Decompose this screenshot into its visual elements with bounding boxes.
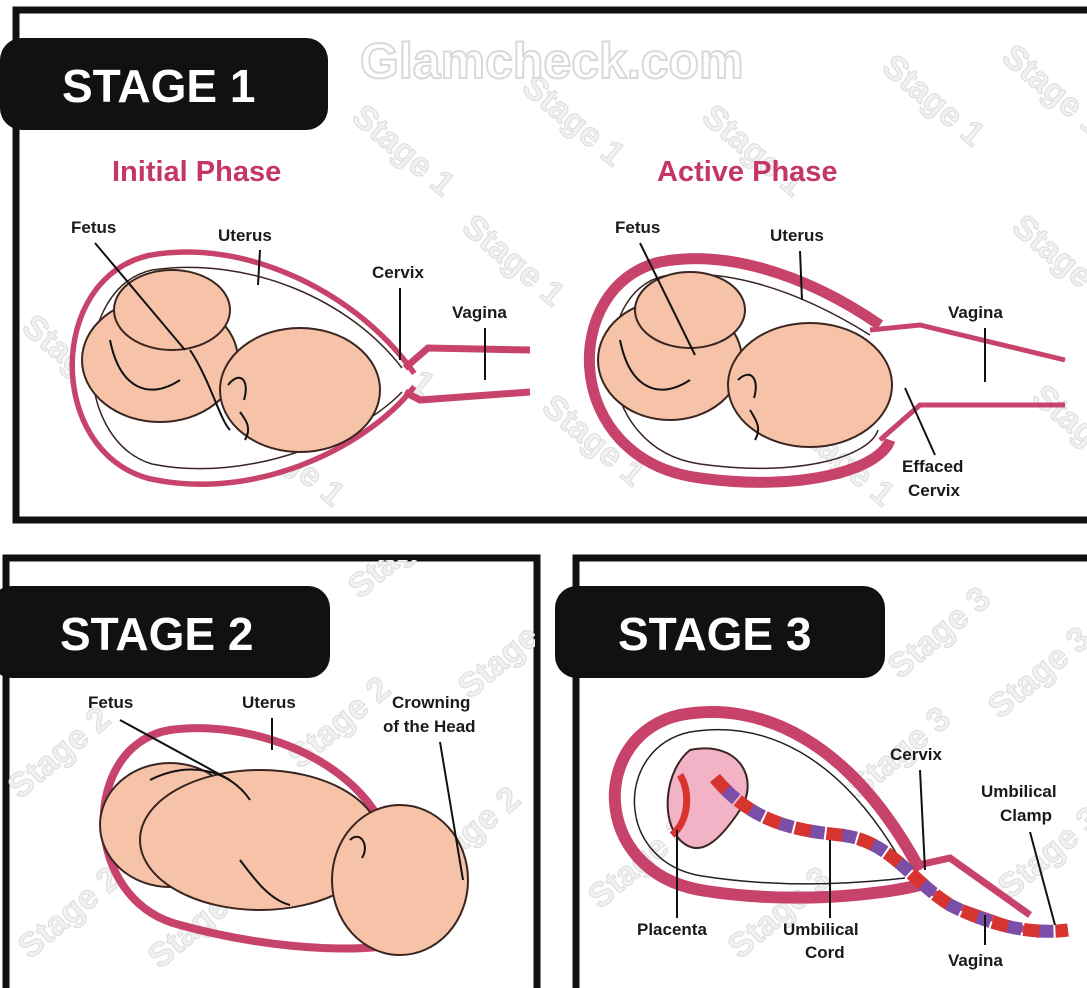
stage2-title: STAGE 2 — [60, 608, 253, 660]
stage1-panel: Stage 1 Stage 1 Stage 1 Stage 1 Stage 1 … — [0, 10, 1087, 520]
label-uterus: Uterus — [218, 226, 272, 245]
initial-phase-heading: Initial Phase — [112, 156, 281, 188]
label-vagina-s3: Vagina — [948, 951, 1003, 970]
label-effaced-1: Effaced — [902, 457, 963, 476]
stage3-title: STAGE 3 — [618, 608, 811, 660]
label-cord-2: Cord — [805, 943, 845, 962]
active-phase-heading: Active Phase — [657, 156, 838, 188]
stage2-panel: Stage 2 Stage 2 Stage 2 Stage 2 Stage 2 … — [0, 499, 568, 988]
label-crowning-2: of the Head — [383, 717, 476, 736]
label-cervix: Cervix — [372, 263, 425, 282]
label-fetus-s2: Fetus — [88, 693, 133, 712]
label-uterus-s2: Uterus — [242, 693, 296, 712]
label-fetus: Fetus — [71, 218, 116, 237]
label-cord-1: Umbilical — [783, 920, 859, 939]
label-clamp-2: Clamp — [1000, 806, 1052, 825]
label-uterus-active: Uterus — [770, 226, 824, 245]
label-clamp-1: Umbilical — [981, 782, 1057, 801]
label-effaced-2: Cervix — [908, 481, 961, 500]
label-vagina-active: Vagina — [948, 303, 1003, 322]
label-cervix-s3: Cervix — [890, 745, 943, 764]
stage1-title: STAGE 1 — [62, 60, 255, 112]
label-fetus-active: Fetus — [615, 218, 660, 237]
site-watermark: Glamcheck.com — [360, 33, 744, 89]
stage3-panel: Stage 3 Stage 3 Stage 3 Stage 3 Stage 3 … — [555, 558, 1087, 988]
label-vagina: Vagina — [452, 303, 507, 322]
label-crowning-1: Crowning — [392, 693, 470, 712]
label-placenta: Placenta — [637, 920, 707, 939]
